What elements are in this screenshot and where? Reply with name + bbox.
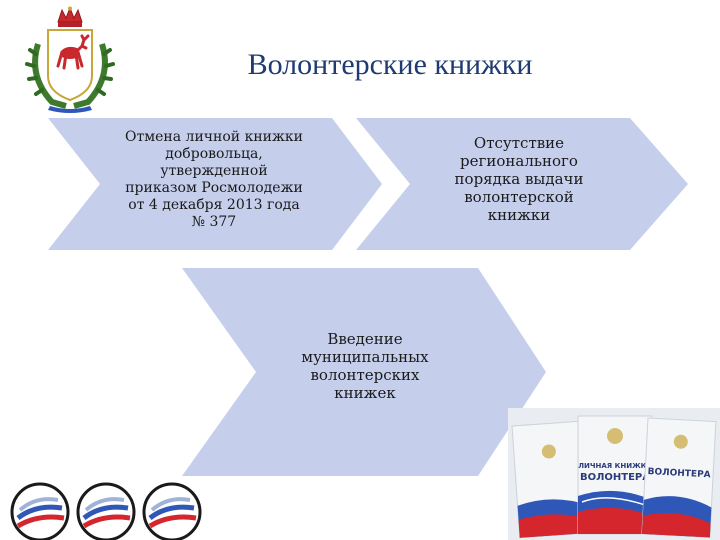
volunteer-book-image: ЛИЧНАЯ КНИЖКА ВОЛОНТЕРА ВОЛОНТЕРА <box>508 408 720 540</box>
step-3-line: волонтерских <box>310 366 420 384</box>
step-1-line: № 377 <box>191 214 237 230</box>
volunteer-logo-icon <box>142 482 202 540</box>
step-3-line: книжек <box>334 384 396 402</box>
step-1-line: утвержденной <box>160 163 268 179</box>
step-2-line: регионального <box>460 152 578 170</box>
step-3-line: Введение <box>327 330 403 348</box>
volunteer-logos <box>10 482 202 540</box>
step-1-line: от 4 декабря 2013 года <box>128 197 300 213</box>
step-2-text: Отсутствие регионального порядка выдачи … <box>438 134 600 224</box>
coat-of-arms-icon <box>25 6 115 113</box>
chevron-step-2-shape <box>356 118 688 250</box>
chevron-step-3-shape <box>182 268 546 476</box>
step-3-line: муниципальных <box>301 348 429 366</box>
chevron-step-1-shape <box>48 118 382 250</box>
svg-text:ЛИЧНАЯ КНИЖКА: ЛИЧНАЯ КНИЖКА <box>578 462 652 470</box>
step-1-line: добровольца, <box>165 146 263 162</box>
svg-text:ВОЛОНТЕРА: ВОЛОНТЕРА <box>580 472 650 483</box>
step-2-line: книжки <box>487 206 551 224</box>
step-1-text: Отмена личной книжки добровольца, утверж… <box>110 129 318 231</box>
step-3-text: Введение муниципальных волонтерских книж… <box>275 330 455 402</box>
page-title: Волонтерские книжки <box>247 48 533 81</box>
volunteer-logo-icon <box>76 482 136 540</box>
step-2-line: Отсутствие <box>473 134 565 152</box>
volunteer-logo-icon <box>10 482 70 540</box>
svg-text:ВОЛОНТЕРА: ВОЛОНТЕРА <box>647 467 710 480</box>
step-1-line: приказом Росмолодежи <box>125 180 303 196</box>
step-2-line: порядка выдачи <box>454 170 584 188</box>
step-2-line: волонтерской <box>464 188 574 206</box>
step-1-line: Отмена личной книжки <box>125 129 303 145</box>
